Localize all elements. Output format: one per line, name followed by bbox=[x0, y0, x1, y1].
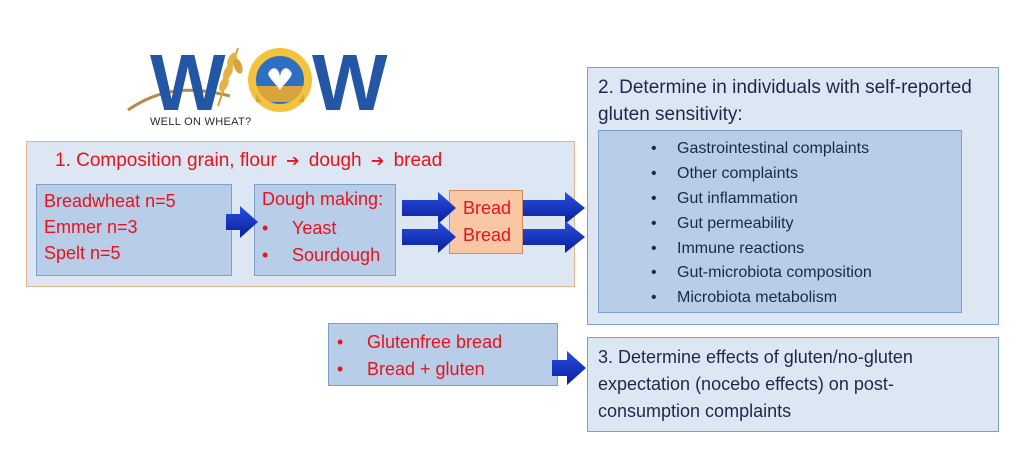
wheat-icon bbox=[217, 47, 243, 107]
grain-emmer: Emmer n=3 bbox=[44, 217, 138, 237]
title-part-1: 1. Composition grain, flour bbox=[55, 150, 277, 171]
arrow-dough-to-bread-2 bbox=[402, 221, 456, 253]
dough-method-sourdough: • Sourdough bbox=[262, 245, 381, 265]
dough-making-box: Dough making: • Yeast • Sourdough bbox=[254, 184, 396, 276]
wow-logo: W W WELL ON WHEAT? bbox=[120, 38, 420, 138]
bullet-icon: • bbox=[651, 264, 657, 281]
arrow-conditions-to-nocebo bbox=[552, 351, 586, 385]
bullet-icon: • bbox=[651, 215, 657, 232]
condition-glutenfree: • Glutenfree bread bbox=[337, 332, 503, 352]
bread-label-1: Bread bbox=[462, 198, 512, 218]
dough-method-yeast: • Yeast bbox=[262, 218, 337, 238]
logo-tagline: WELL ON WHEAT? bbox=[150, 116, 252, 128]
bullet-icon: • bbox=[262, 245, 269, 265]
nocebo-title: 3. Determine effects of gluten/no-gluten… bbox=[598, 347, 913, 421]
svg-text:W: W bbox=[150, 38, 226, 127]
bullet-icon: • bbox=[337, 359, 344, 379]
bullet-icon: • bbox=[651, 165, 657, 182]
arrow-bread-to-outcomes-1 bbox=[523, 192, 585, 224]
grain-varieties-box: Breadwheat n=5 Emmer n=3 Spelt n=5 bbox=[36, 184, 232, 276]
arrow-bread-to-outcomes-2 bbox=[523, 221, 585, 253]
arrow-grains-to-dough bbox=[226, 206, 258, 238]
outcomes-list: • Gastrointestinal complaints • Other co… bbox=[598, 130, 962, 313]
condition-bread-gluten: • Bread + gluten bbox=[337, 359, 485, 379]
bullet-icon: • bbox=[651, 240, 657, 257]
bullet-icon: • bbox=[651, 140, 657, 157]
bullet-icon: • bbox=[651, 289, 657, 306]
dough-making-title: Dough making: bbox=[262, 189, 384, 209]
svg-text:W: W bbox=[312, 38, 388, 127]
bread-label-2: Bread bbox=[462, 225, 512, 245]
right-arrow-icon: ➔ bbox=[286, 153, 300, 170]
bullet-icon: • bbox=[651, 190, 657, 207]
grain-breadwheat: Breadwheat n=5 bbox=[44, 191, 176, 211]
nocebo-panel: 3. Determine effects of gluten/no-gluten… bbox=[587, 337, 999, 432]
bread-box: Bread Bread bbox=[449, 190, 523, 254]
arrow-dough-to-bread-1 bbox=[402, 192, 456, 224]
grain-spelt: Spelt n=5 bbox=[44, 243, 121, 263]
bullet-icon: • bbox=[262, 218, 269, 238]
outcomes-title: 2. Determine in individuals with self-re… bbox=[598, 77, 972, 125]
bullet-icon: • bbox=[337, 332, 344, 352]
gluten-conditions-box: • Glutenfree bread • Bread + gluten bbox=[328, 323, 558, 386]
globe-icon bbox=[248, 48, 312, 112]
composition-title: 1. Composition grain, flour ➔ dough ➔ br… bbox=[55, 150, 442, 172]
title-part-2: dough bbox=[308, 150, 362, 171]
logo-graphic: W W bbox=[127, 38, 388, 127]
right-arrow-icon: ➔ bbox=[370, 153, 385, 170]
title-part-3: bread bbox=[393, 150, 443, 171]
